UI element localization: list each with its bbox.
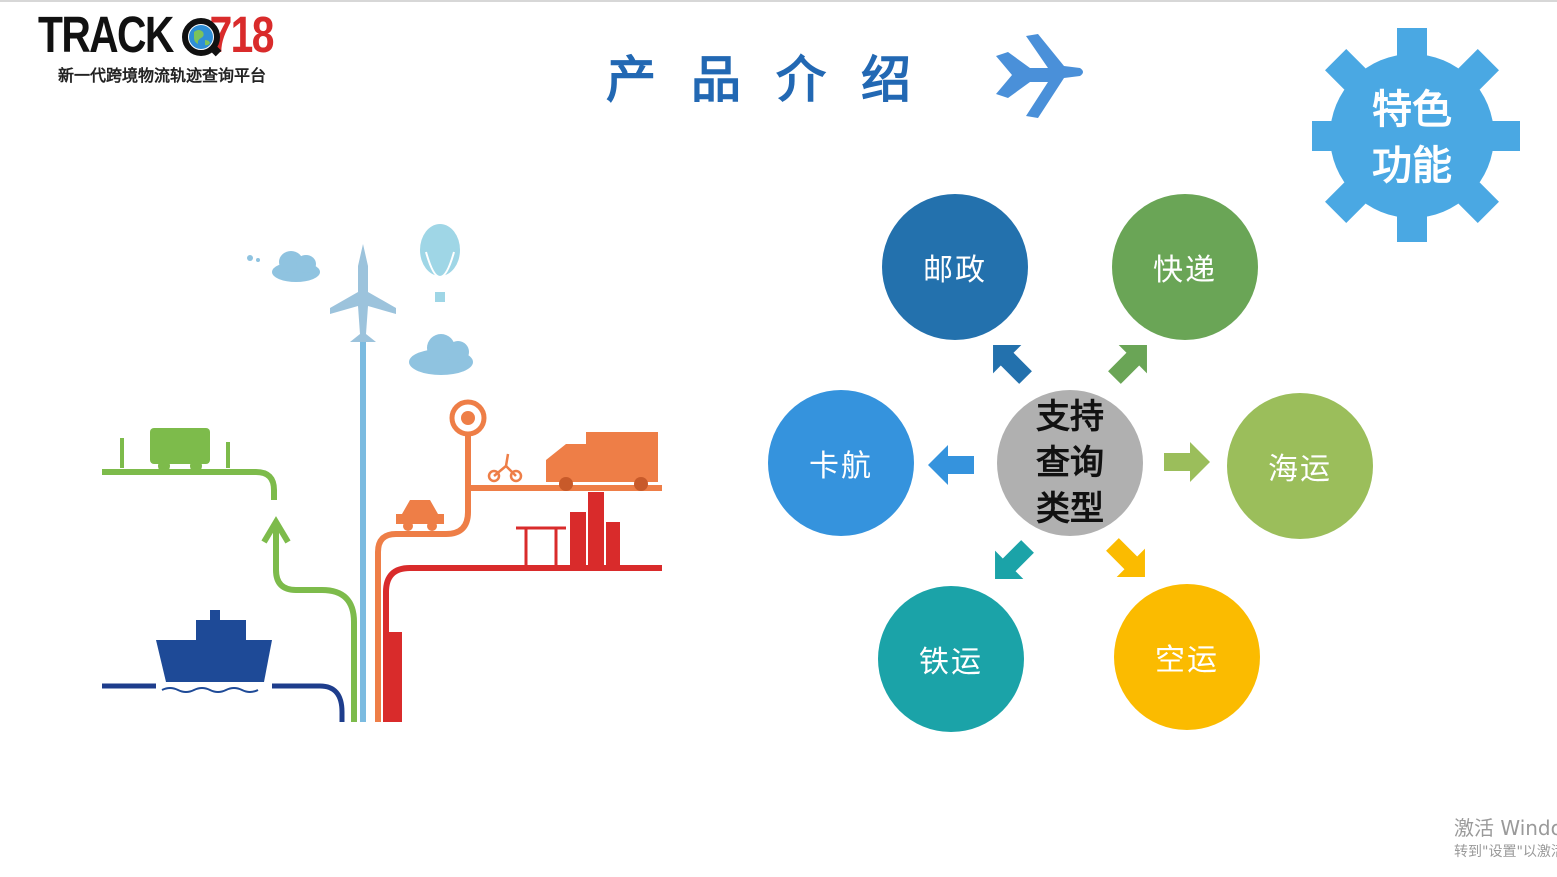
arrow-rail-icon [995, 540, 1034, 579]
watermark-line2: 转到"设置"以激活 Windows。 [1454, 844, 1557, 860]
node-rail-label: 铁运 [919, 645, 983, 680]
arrow-sea-icon [1164, 442, 1210, 482]
logo-tagline: 新一代跨境物流轨迹查询平台 [58, 66, 267, 85]
node-sea: 海运 [1227, 393, 1373, 539]
node-truck-label: 卡航 [809, 449, 873, 484]
logo-wordmark: TRACK 718 [38, 6, 275, 63]
node-sea-label: 海运 [1268, 452, 1332, 487]
scooter-icon [487, 453, 523, 483]
center-node: 支持查询类型 [997, 390, 1143, 536]
center-node-label: 支持查询类型 [1036, 397, 1104, 529]
node-rail: 铁运 [878, 586, 1024, 732]
arrow-express-icon [1108, 345, 1147, 384]
watermark-line1: 激活 Windows [1454, 816, 1557, 840]
top-border [0, 0, 1557, 2]
node-express-label: 快递 [1153, 253, 1217, 288]
arrow-postal-icon [993, 345, 1032, 384]
arrow-air-icon [1106, 538, 1145, 577]
logo: TRACK 718 新一代跨境物流轨迹查询平台 [38, 8, 318, 88]
transport-illustration [102, 224, 662, 722]
node-air: 空运 [1114, 584, 1260, 730]
node-truck: 卡航 [768, 390, 914, 536]
ship-icon [156, 610, 272, 693]
airplane-icon [996, 34, 1083, 118]
globe-icon [182, 18, 222, 57]
page-title: 产品介绍 [606, 51, 946, 109]
city-buildings-icon [516, 492, 620, 568]
activation-watermark: 激活 Windows 转到"设置"以激活 Windows。 [1454, 814, 1557, 862]
node-air-label: 空运 [1155, 643, 1219, 678]
car-icon [396, 500, 444, 531]
cloud-icon [409, 334, 473, 375]
logo-wordmark-black: TRACK [38, 6, 174, 63]
feature-badge-text: 特色功能 [1372, 87, 1452, 189]
node-postal: 邮政 [882, 194, 1028, 340]
truck-icon [546, 432, 658, 491]
bus-icon [120, 428, 230, 472]
feature-badge-label: 特色功能 [1312, 82, 1512, 194]
node-express: 快递 [1112, 194, 1258, 340]
gear-icon [1312, 28, 1520, 242]
jet-icon [330, 244, 396, 342]
cloud-icon [247, 251, 320, 282]
balloon-icon [420, 224, 460, 302]
logo-wordmark-red: 718 [209, 6, 275, 63]
node-postal-label: 邮政 [923, 253, 987, 288]
arrow-truck-icon [928, 445, 974, 485]
